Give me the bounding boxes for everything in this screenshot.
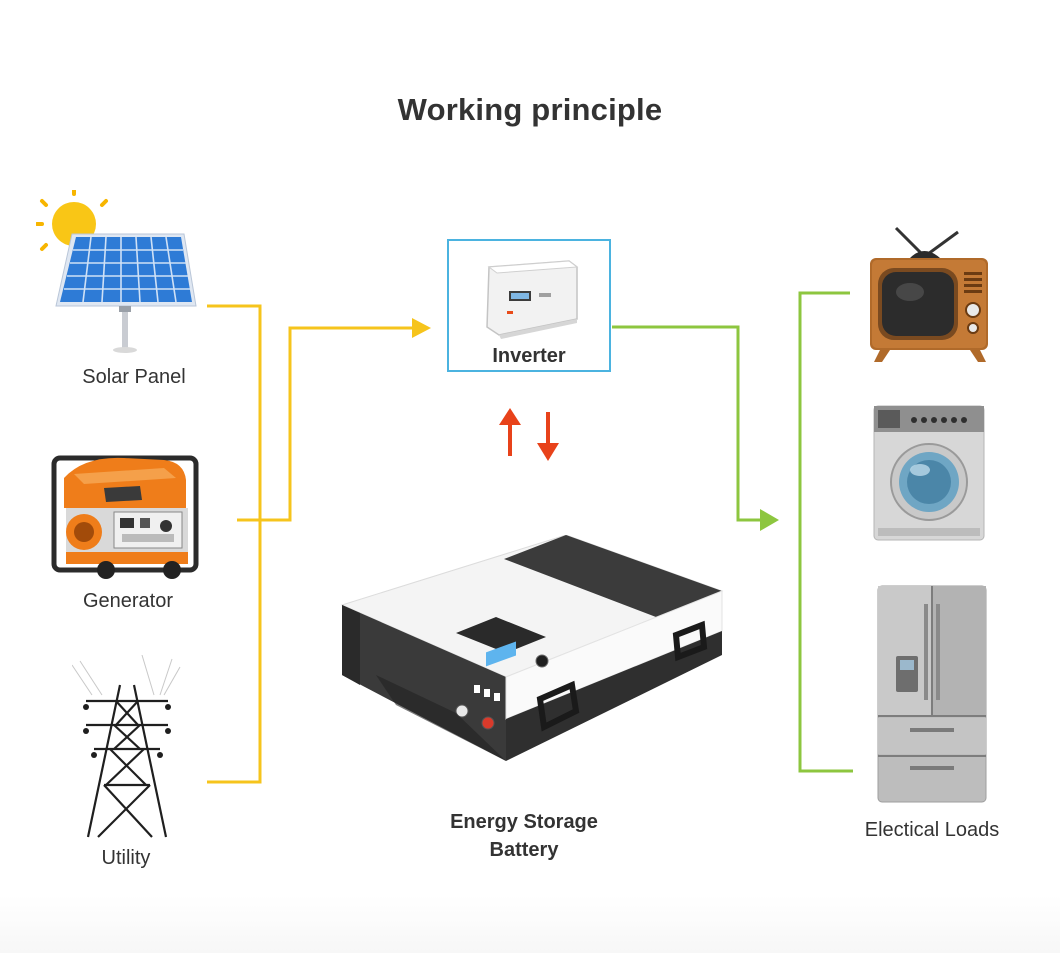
source-bus	[207, 304, 420, 784]
bottom-shade	[0, 895, 1060, 953]
loads-input-arrow	[760, 509, 779, 531]
battery-label-line1: Energy Storage	[450, 811, 598, 833]
generator-icon	[51, 455, 199, 579]
page-title: Working principle	[397, 92, 663, 127]
solar-panel-label: Solar Panel	[82, 366, 186, 388]
inverter-box: Inverter	[447, 239, 611, 372]
inverter-label: Inverter	[492, 345, 566, 367]
solar-line	[207, 304, 262, 784]
bus-to-inverter-line	[260, 326, 420, 522]
energy-storage-battery-icon	[340, 535, 724, 761]
inverter-input-arrow	[412, 318, 431, 338]
battery-arrows	[499, 408, 559, 461]
inverter-output-line	[612, 325, 762, 522]
tv-icon	[870, 226, 988, 362]
load-bus	[612, 291, 853, 773]
inverter-icon	[486, 260, 579, 339]
washing-machine-icon	[873, 405, 985, 541]
refrigerator-icon	[877, 585, 987, 803]
arrow-up-icon	[499, 408, 521, 425]
generator-label: Generator	[82, 590, 174, 612]
electrical-loads-label: Electical Loads	[864, 819, 1000, 841]
arrow-down-icon	[537, 443, 559, 461]
loads-bus-line	[798, 291, 853, 773]
solar-panel-icon	[36, 190, 197, 353]
battery-label-line2: Battery	[489, 839, 559, 861]
utility-tower-icon	[72, 655, 181, 838]
battery-label: Energy Storage Battery	[424, 808, 624, 864]
utility-label: Utility	[101, 847, 151, 869]
